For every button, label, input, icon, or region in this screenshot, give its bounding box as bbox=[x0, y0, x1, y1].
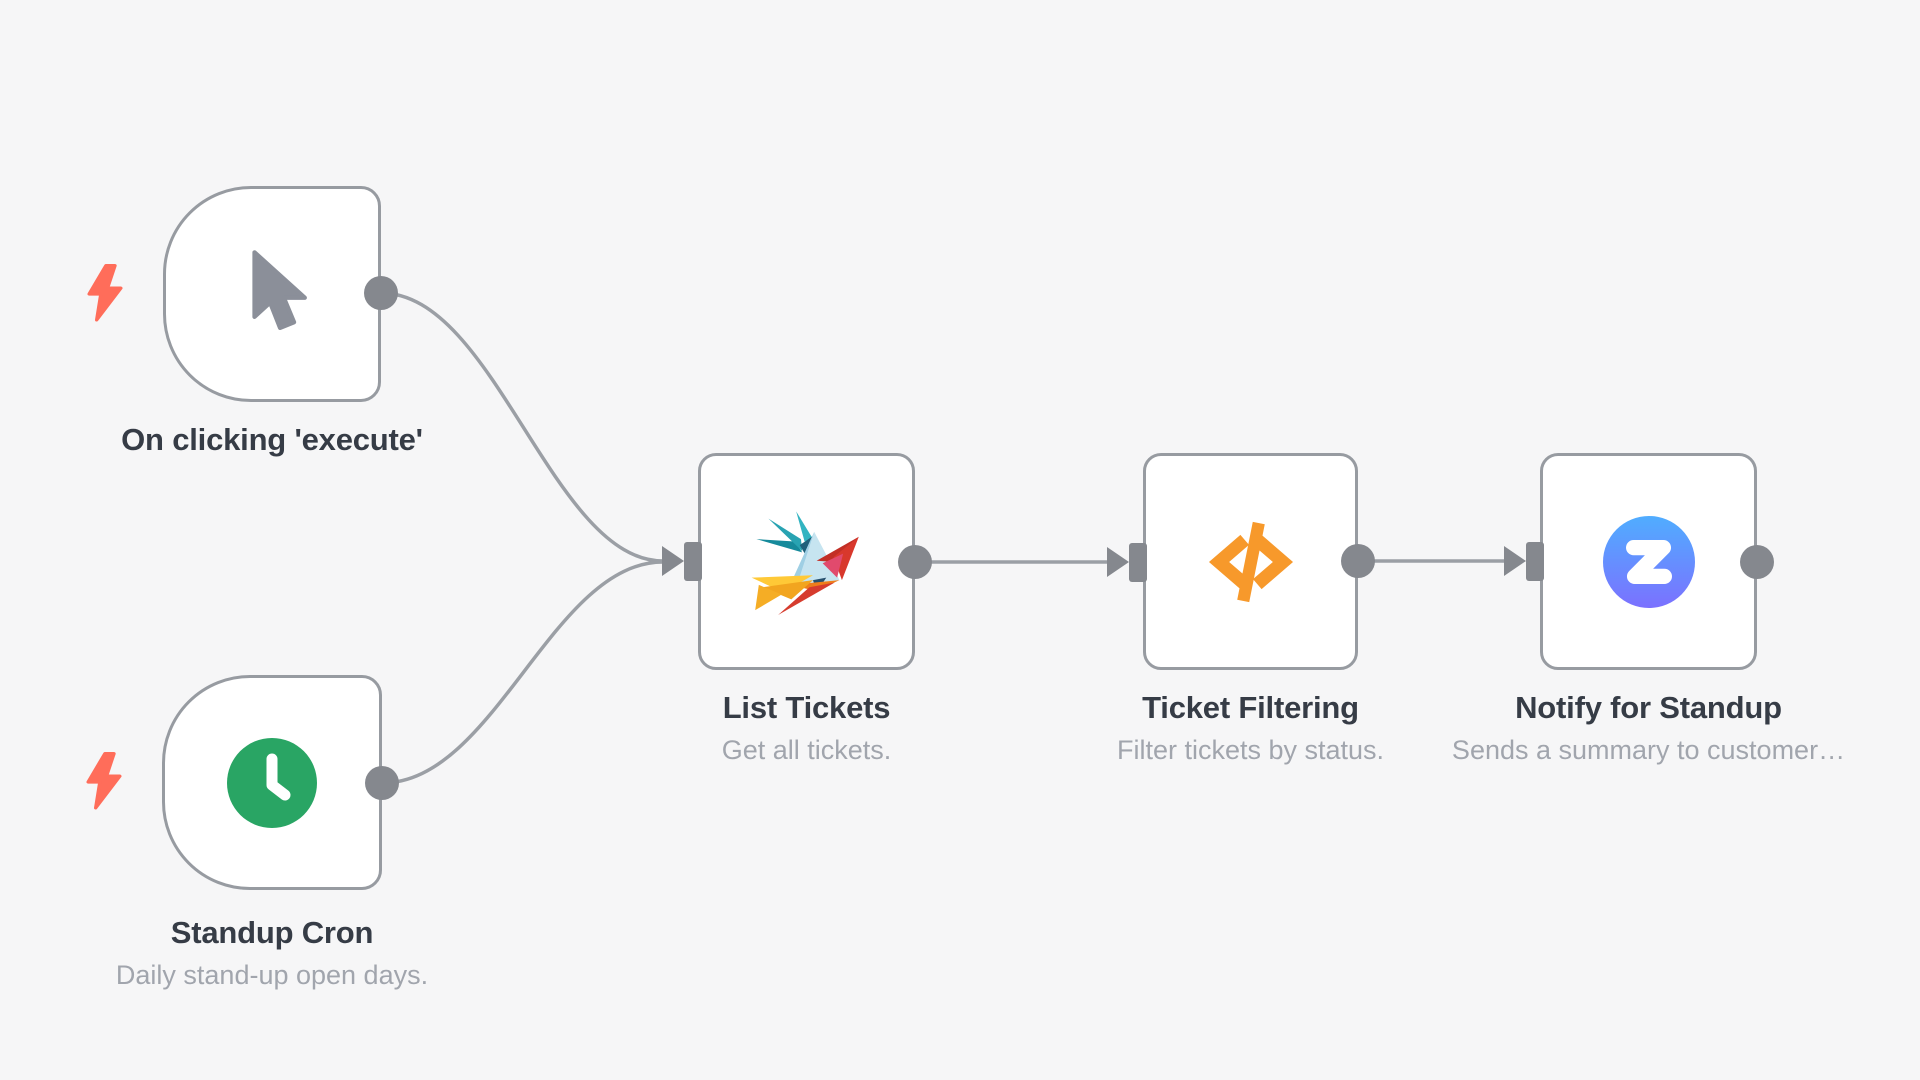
connection-standup-cron-to-list-tickets[interactable] bbox=[381, 560, 664, 785]
node-title: Ticket Filtering bbox=[1142, 690, 1359, 725]
node-title: List Tickets bbox=[722, 690, 891, 725]
list-tickets-box[interactable] bbox=[698, 453, 915, 670]
connection-manual-to-list-tickets[interactable] bbox=[380, 291, 664, 563]
manual-trigger-box[interactable] bbox=[163, 186, 381, 402]
node-ticket-filtering[interactable]: Ticket Filtering Filter tickets by statu… bbox=[1117, 453, 1384, 765]
notify-standup-box[interactable] bbox=[1540, 453, 1757, 670]
code-icon bbox=[1208, 521, 1293, 602]
input-port-notify-standup[interactable] bbox=[1504, 542, 1544, 581]
zulip-icon bbox=[1602, 515, 1695, 608]
input-port-ticket-filtering[interactable] bbox=[1107, 543, 1147, 582]
node-subtitle: Get all tickets. bbox=[721, 735, 892, 765]
node-title: Standup Cron bbox=[170, 915, 374, 950]
standup-cron-box[interactable] bbox=[162, 675, 382, 890]
zammad-bird-icon bbox=[751, 510, 859, 615]
node-manual-trigger[interactable]: On clicking 'execute' bbox=[87, 186, 423, 457]
lightning-bolt-icon bbox=[86, 752, 122, 810]
input-port-list-tickets[interactable] bbox=[662, 542, 702, 581]
node-subtitle: Filter tickets by status. bbox=[1116, 735, 1385, 765]
cursor-icon bbox=[252, 250, 307, 331]
clock-icon bbox=[227, 737, 317, 828]
node-title: On clicking 'execute' bbox=[121, 422, 423, 457]
lightning-bolt-icon bbox=[87, 264, 123, 322]
node-subtitle: Sends a summary to customer… bbox=[1451, 735, 1846, 765]
node-notify-standup[interactable]: Notify for Standup Sends a summary to cu… bbox=[1452, 453, 1845, 765]
ticket-filtering-box[interactable] bbox=[1143, 453, 1358, 670]
node-standup-cron[interactable]: Standup Cron Daily stand-up open days. bbox=[86, 675, 428, 990]
node-title: Notify for Standup bbox=[1515, 690, 1782, 725]
node-list-tickets[interactable]: List Tickets Get all tickets. bbox=[698, 453, 915, 765]
node-subtitle: Daily stand-up open days. bbox=[115, 960, 429, 990]
